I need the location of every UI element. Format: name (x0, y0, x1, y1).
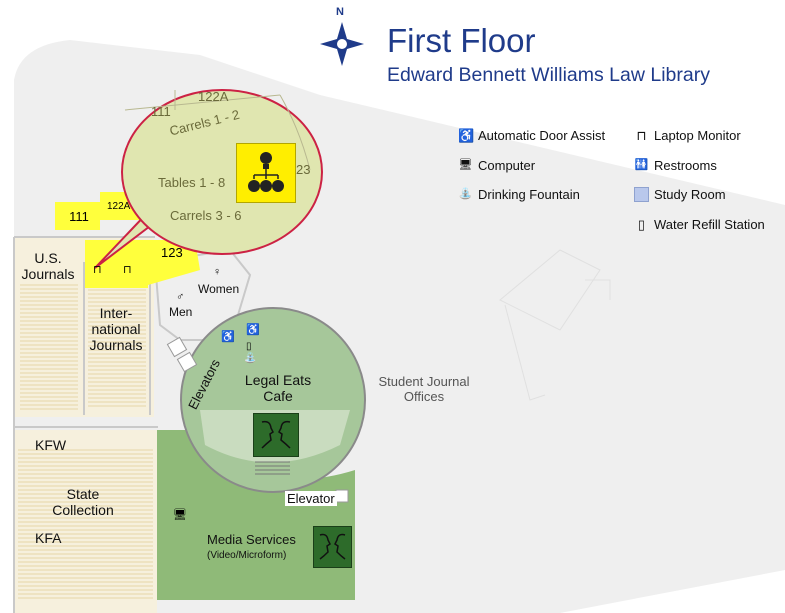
room-122a-label: 122A (107, 201, 131, 212)
right-wing-outline (499, 249, 611, 401)
legend-item-study-room: Study Room (634, 187, 726, 202)
water-refill-icon: ▯ (637, 217, 646, 232)
carrels-area[interactable] (85, 240, 148, 288)
cafe-stairs (255, 461, 290, 475)
laptop-monitor-icon: ⊓ (93, 264, 102, 276)
room-111-label: 111 (62, 204, 96, 228)
legend-item-drinking-fountain: ⛲ Drinking Fountain (458, 187, 580, 202)
callout-room-111: 111 (151, 104, 171, 119)
legend-label: Laptop Monitor (654, 128, 741, 143)
page-title: First Floor (387, 22, 536, 59)
men-label: Men (169, 305, 193, 319)
laptop-monitor-icon: ⊓ (636, 128, 647, 143)
shelving-state-collection (18, 449, 153, 599)
us-journals-label: U.S. Journals (21, 250, 75, 282)
callout-walls (124, 90, 311, 171)
men-icon: ♂ (176, 291, 185, 303)
laptop-monitor-icon: ⊓ (123, 264, 132, 276)
cafe-label: Legal Eats Cafe (244, 372, 312, 404)
restrooms-icon: 🚻 (634, 159, 649, 171)
collaboration-icon (313, 526, 352, 568)
water-refill-icon: ▯ (246, 341, 252, 352)
callout-carrels-3-6: Carrels 3 - 6 (170, 208, 242, 223)
callout-room-122a: 122A (198, 89, 229, 104)
elevator-label: Elevator (285, 491, 337, 506)
group-study-icon (236, 143, 296, 203)
computer-icon: 🖥 (458, 159, 473, 171)
kfw-label: KFW (35, 437, 67, 453)
state-collection-label: State Collection (52, 486, 114, 518)
legend-item-water-refill: ▯ Water Refill Station (634, 217, 765, 232)
callout-room-23: 23 (296, 162, 311, 177)
drinking-fountain-icon: ⛲ (244, 353, 257, 364)
study-room-123[interactable] (148, 240, 200, 285)
study-room-icon (634, 187, 649, 202)
legend-item-computer: 🖥 Computer (458, 158, 536, 173)
media-services-sublabel: (Video/Microform) (207, 550, 287, 561)
media-services-area (157, 430, 355, 600)
shelving-us-journals (20, 284, 78, 410)
page-subtitle: Edward Bennett Williams Law Library (387, 64, 710, 86)
legend-label: Drinking Fountain (478, 187, 580, 202)
callout-bubble (121, 89, 323, 255)
student-journal-offices-label: Student Journal Offices (378, 374, 470, 404)
room-123-label: 123 (161, 245, 183, 260)
shelving-international-journals (88, 289, 146, 407)
callout-tables-1-8: Tables 1 - 8 (158, 175, 226, 190)
international-journals-label: Inter- national Journals (89, 305, 143, 353)
accessible-door-icon: ♿ (246, 324, 260, 336)
kfa-label: KFA (35, 530, 62, 546)
north-compass (320, 22, 364, 66)
legend-item-restrooms: 🚻 Restrooms (634, 158, 717, 173)
computer-icon: 🖥 (173, 509, 187, 521)
accessible-door-icon: ♿ (458, 128, 475, 143)
legend-label: Water Refill Station (654, 217, 765, 232)
elevator-shafts (166, 336, 349, 503)
legend-label: Restrooms (654, 158, 717, 173)
drinking-fountain-icon: ⛲ (458, 188, 473, 200)
women-icon: ♀ (213, 266, 222, 278)
legend-item-door-assist: ♿ Automatic Door Assist (458, 128, 605, 143)
legend-label: Automatic Door Assist (478, 128, 606, 143)
legend-label: Study Room (654, 187, 726, 202)
media-services-label: Media Services (207, 532, 296, 547)
collaboration-icon (253, 413, 299, 457)
compass-north-label: N (336, 6, 344, 18)
legend-item-laptop-monitor: ⊓ Laptop Monitor (634, 128, 741, 143)
accessible-door-icon: ♿ (221, 331, 235, 343)
women-label: Women (198, 282, 240, 296)
legend-label: Computer (478, 158, 536, 173)
